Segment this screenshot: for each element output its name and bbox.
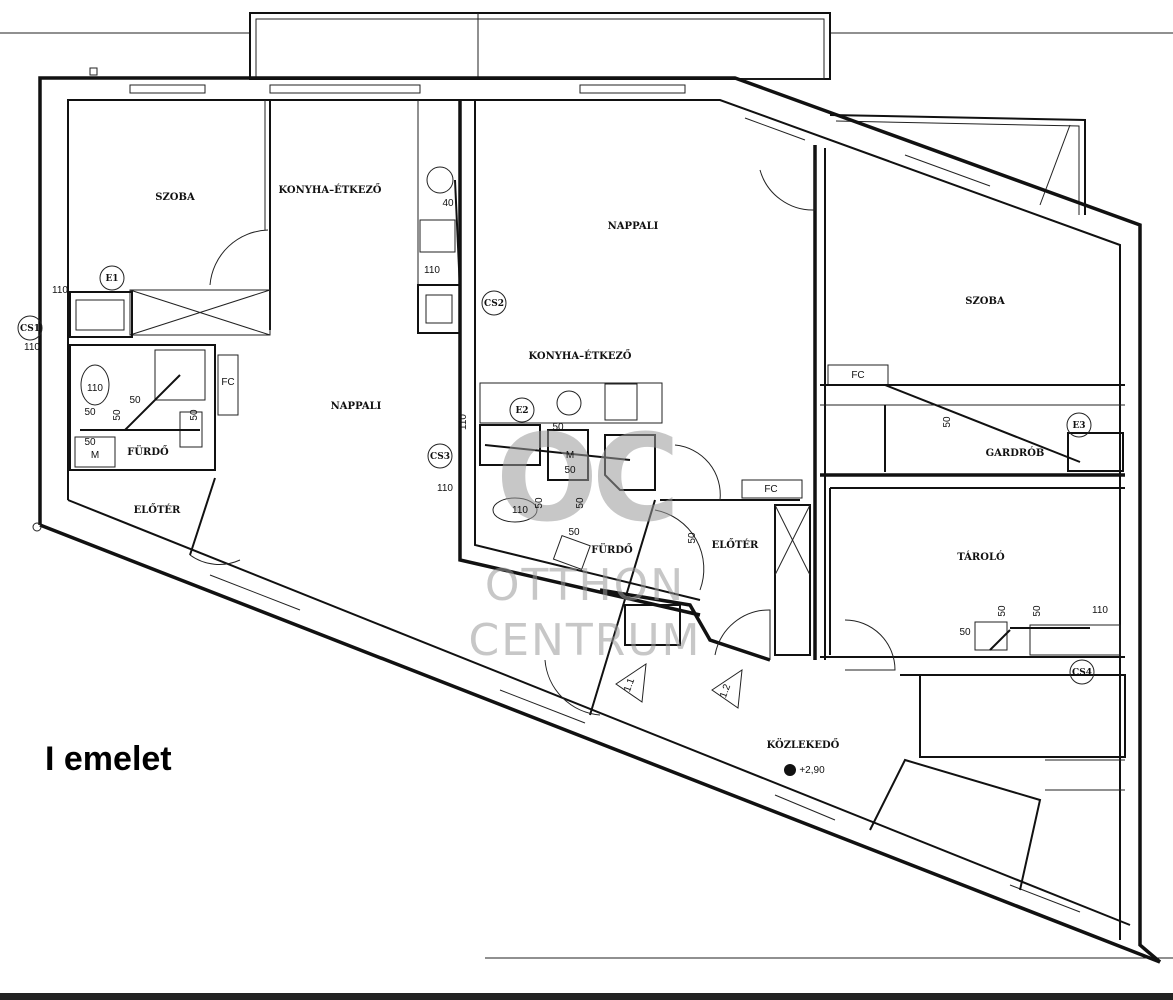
dimension-label: 110: [437, 483, 453, 494]
dimension-label: 110: [458, 414, 469, 430]
dimension-label: 50: [534, 497, 545, 509]
dimension-label: 110: [87, 383, 103, 394]
room-label: KONYHA–ÉTKEZŐ: [528, 349, 631, 362]
dimension-label: 50: [942, 416, 953, 428]
fixture-label: FC: [764, 484, 777, 495]
dimension-label: 50: [687, 532, 698, 544]
dimension-label: 50: [84, 407, 96, 418]
right-balcony: [829, 114, 1086, 215]
room-label: NAPPALI: [331, 401, 382, 412]
room-label: FÜRDŐ: [127, 445, 169, 458]
section-marker-label: 1.1: [622, 676, 637, 693]
tag-label: CS4: [1072, 668, 1092, 678]
dimension-label: 50: [552, 422, 564, 433]
top-balcony: [249, 12, 831, 80]
dimension-label: 110: [24, 342, 40, 353]
tag-label: E3: [1072, 421, 1085, 431]
tag-label: E1: [105, 274, 118, 284]
interior-walls: [69, 100, 1126, 891]
tag-label: CS2: [484, 299, 504, 309]
pipes: [80, 179, 1090, 651]
tag-circle: [427, 443, 453, 469]
doors: [189, 160, 896, 716]
room-label: NAPPALI: [608, 221, 659, 232]
section-marker-triangle: [711, 668, 743, 709]
room-label: ELŐTÉR: [712, 538, 759, 551]
dimension-label: 50: [564, 465, 576, 476]
dimension-label: 50: [575, 497, 586, 509]
dimension-label: 50: [129, 395, 141, 406]
room-label: KÖZLEKEDŐ: [767, 738, 840, 751]
tag-circle: [1069, 659, 1095, 685]
watermark-text: OTTHON: [485, 560, 685, 611]
dimension-label: 50: [568, 527, 580, 538]
tag-circle: [99, 265, 125, 291]
dimension-label: 110: [424, 265, 440, 276]
watermark-text: CENTRUM: [468, 615, 701, 666]
dimension-label: 50: [84, 437, 96, 448]
room-label: KONYHA–ÉTKEZŐ: [278, 183, 381, 196]
watermark-text: OC: [496, 410, 674, 549]
tag-label: CS1: [20, 324, 40, 334]
floor-title: I emelet: [45, 740, 172, 778]
dimension-label: 50: [959, 627, 971, 638]
room-label: SZOBA: [965, 296, 1005, 307]
room-label: ELŐTÉR: [134, 503, 181, 516]
fixture-label: M: [91, 450, 99, 461]
fixture-label: FC: [221, 377, 234, 388]
bottom-bar: [0, 993, 1173, 1000]
dimension-label: 50: [1032, 605, 1043, 617]
outer-walls: [32, 67, 1162, 964]
fixture-label: FC: [851, 370, 864, 381]
dimension-label: 40: [442, 198, 454, 209]
fixture-label: M: [566, 450, 574, 461]
tag-circle: [481, 290, 507, 316]
tag-label: E2: [515, 406, 528, 416]
dimension-label: 50: [112, 409, 123, 421]
section-marker-label: 1.2: [718, 682, 733, 699]
room-label: TÁROLÓ: [957, 551, 1005, 563]
section-marker-triangle: [615, 662, 647, 703]
room-label: SZOBA: [155, 192, 195, 203]
room-label: GARDRÓB: [986, 447, 1045, 459]
dimension-label: 50: [997, 605, 1008, 617]
dimension-label: 110: [1092, 605, 1108, 616]
tag-circle: [509, 397, 535, 423]
tag-circle: [1066, 412, 1092, 438]
dimension-label: 50: [189, 409, 200, 421]
room-label: FÜRDŐ: [591, 543, 633, 556]
dimension-label: 110: [52, 285, 68, 296]
level-marker-icon: [784, 764, 796, 776]
dimension-label: 110: [512, 505, 528, 516]
tag-label: CS3: [430, 452, 450, 462]
tag-circle: [17, 315, 43, 341]
level-label: +2,90: [799, 765, 825, 776]
